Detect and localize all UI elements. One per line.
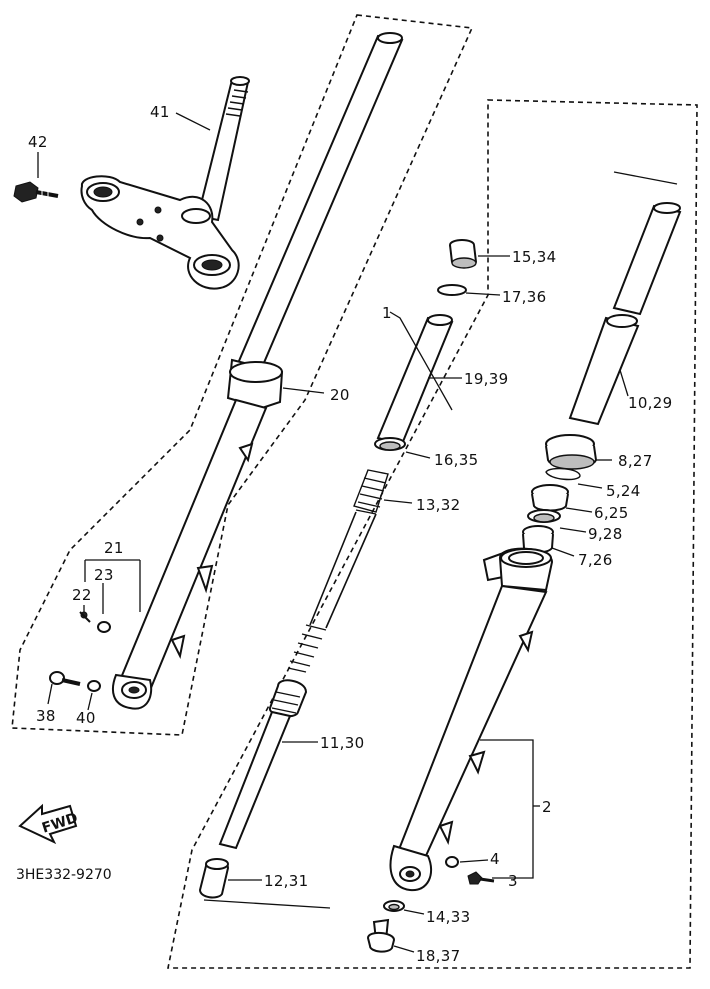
label-2: 2 bbox=[542, 798, 552, 816]
label-21: 21 bbox=[104, 539, 124, 557]
label-16-35: 16,35 bbox=[434, 451, 478, 469]
label-10-29: 10,29 bbox=[628, 394, 672, 412]
bolt-18-37 bbox=[366, 918, 396, 953]
label-4: 4 bbox=[490, 850, 500, 868]
spring-13-32 bbox=[287, 469, 389, 673]
label-11-30: 11,30 bbox=[320, 734, 364, 752]
label-8-27: 8,27 bbox=[618, 452, 653, 470]
left-fork-leg-20 bbox=[112, 32, 404, 710]
washer-9-28 bbox=[527, 509, 561, 523]
cap-bolt-15-34 bbox=[449, 239, 478, 269]
label-20: 20 bbox=[330, 386, 350, 404]
label-17-36: 17,36 bbox=[502, 288, 546, 306]
label-12-31: 12,31 bbox=[264, 872, 308, 890]
damper-rod-11-30 bbox=[218, 679, 308, 850]
o-ring-17-36 bbox=[437, 284, 467, 296]
label-9-28: 9,28 bbox=[588, 525, 623, 543]
retaining-clip-5-24 bbox=[545, 467, 581, 481]
label-38: 38 bbox=[36, 707, 56, 725]
fasteners-left bbox=[47, 559, 141, 711]
gasket-14-33 bbox=[383, 900, 405, 912]
washer-16-35 bbox=[374, 437, 406, 451]
label-19-39: 19,39 bbox=[464, 370, 508, 388]
label-18-37: 18,37 bbox=[416, 947, 460, 965]
label-22: 22 bbox=[72, 586, 92, 604]
steering-stem-41 bbox=[196, 76, 250, 222]
label-7-26: 7,26 bbox=[578, 551, 613, 569]
bolt-3 bbox=[467, 871, 495, 885]
label-13-32: 13,32 bbox=[416, 496, 460, 514]
under-bracket bbox=[80, 175, 240, 290]
inner-tube-10-29 bbox=[568, 202, 682, 426]
oil-seal-6-25 bbox=[531, 484, 569, 512]
diagram-code: 3HE332-9270 bbox=[16, 867, 112, 883]
label-14-33: 14,33 bbox=[426, 908, 470, 926]
dust-seal-8-27 bbox=[545, 434, 598, 470]
label-42: 42 bbox=[28, 133, 48, 151]
label-40: 40 bbox=[76, 709, 96, 727]
label-1: 1 bbox=[382, 304, 392, 322]
right-outer-tube-2 bbox=[389, 547, 554, 892]
label-23: 23 bbox=[94, 566, 114, 584]
spacer-19-39 bbox=[376, 314, 454, 446]
label-41: 41 bbox=[150, 103, 170, 121]
bolt-42 bbox=[13, 181, 59, 203]
label-5-24: 5,24 bbox=[606, 482, 641, 500]
washer-4 bbox=[445, 856, 459, 868]
label-15-34: 15,34 bbox=[512, 248, 556, 266]
right-fork-assembly-boundary bbox=[167, 99, 698, 969]
fwd-arrow-icon: FWD bbox=[18, 803, 80, 845]
label-6-25: 6,25 bbox=[594, 504, 629, 522]
left-fork-assembly-boundary bbox=[11, 14, 474, 736]
oil-lock-piece-12-31 bbox=[198, 858, 230, 899]
label-3: 3 bbox=[508, 872, 518, 890]
